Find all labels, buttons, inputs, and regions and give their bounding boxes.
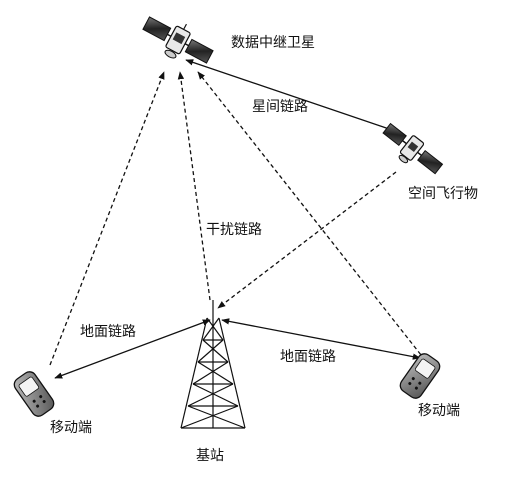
mobile-left-label: 移动端 xyxy=(50,420,92,436)
relay-satellite-icon xyxy=(142,16,214,64)
interference-link-label: 干扰链路 xyxy=(206,222,262,238)
spacecraft-label: 空间飞行物 xyxy=(408,186,478,202)
ground-link-right-line xyxy=(221,318,421,360)
uplink-tower-line xyxy=(177,71,211,301)
relay-satellite-label: 数据中继卫星 xyxy=(231,35,315,51)
uplink-mobile-right-line xyxy=(197,71,426,361)
mobile-left-icon xyxy=(13,371,55,417)
mobile-right-label: 移动端 xyxy=(418,403,460,419)
mobile-right-icon xyxy=(399,353,441,399)
ground-link-left-line xyxy=(54,319,211,379)
interference-link-line xyxy=(217,171,397,309)
spacecraft-icon xyxy=(382,122,444,175)
ground-link-left-label: 地面链路 xyxy=(80,324,136,340)
base-station-label: 基站 xyxy=(196,447,224,464)
inter-satellite-link-label: 星间链路 xyxy=(252,99,308,115)
base-station-icon xyxy=(180,300,246,429)
uplink-mobile-left-line xyxy=(49,71,165,366)
links xyxy=(49,59,426,379)
inter-satellite-link-line xyxy=(185,59,399,133)
ground-link-right-label: 地面链路 xyxy=(280,349,336,365)
